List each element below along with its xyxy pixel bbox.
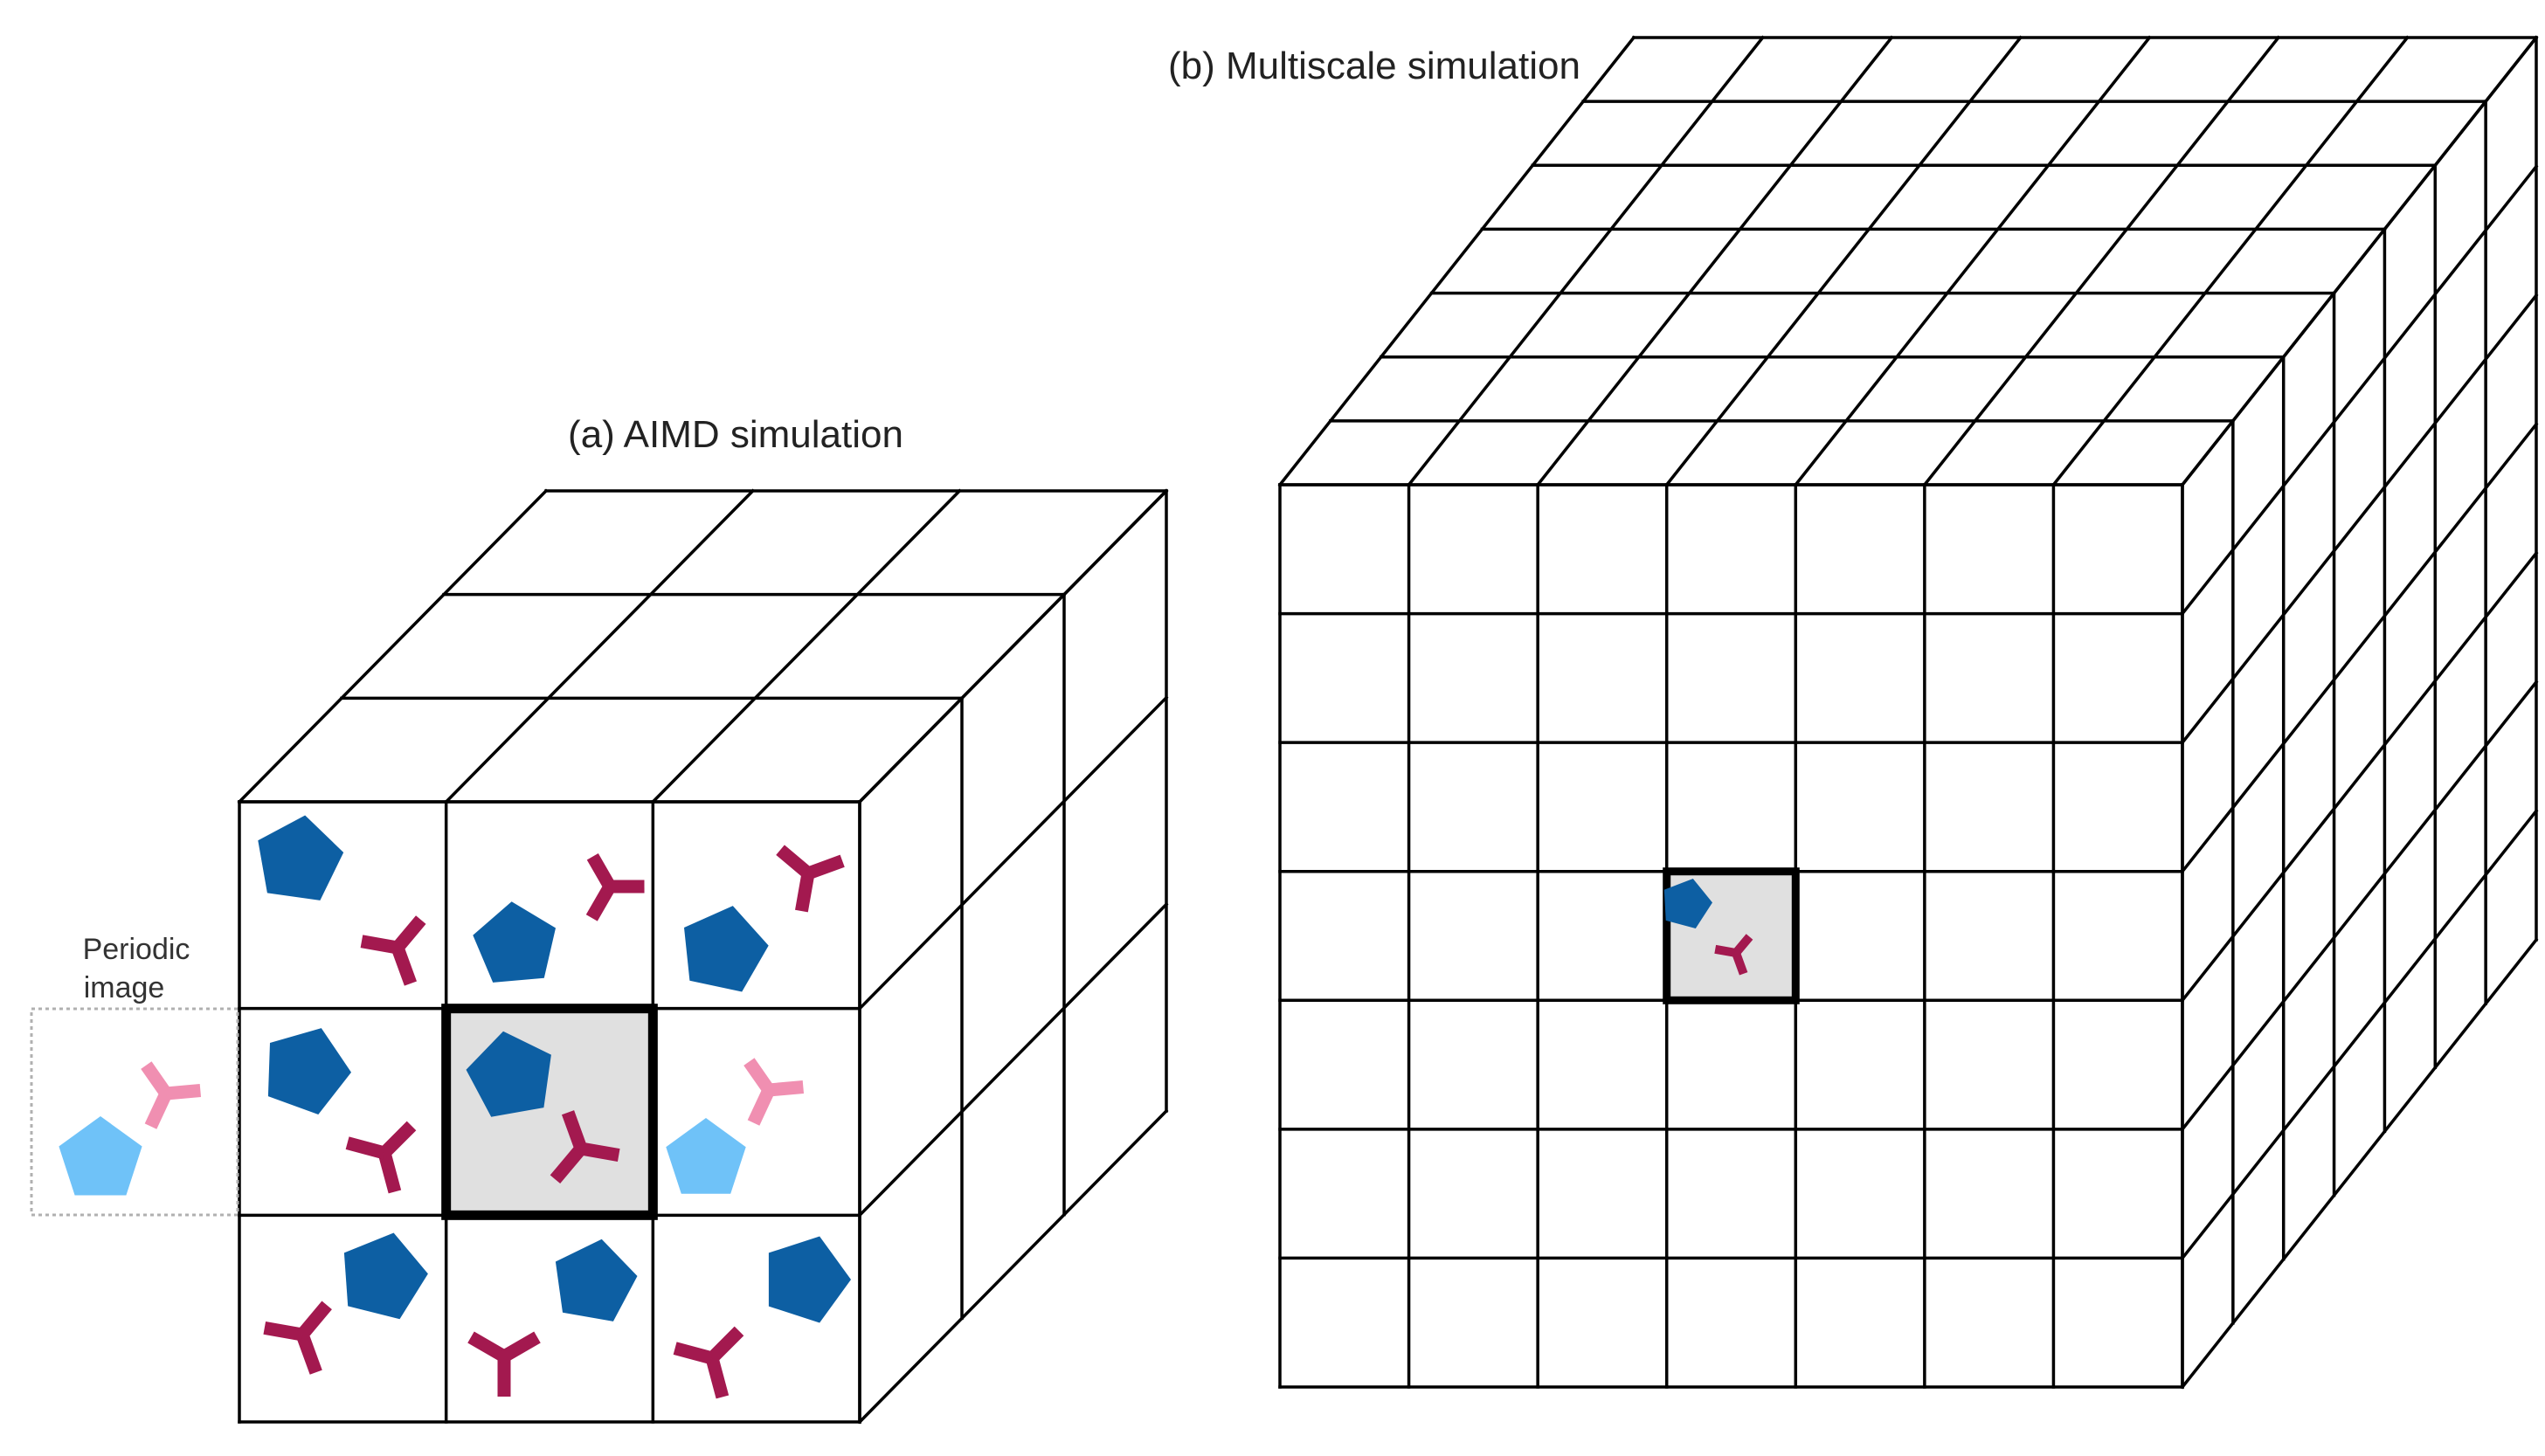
pentagon-molecule-icon [768, 1236, 851, 1323]
y-shaped-molecule-icon [360, 915, 426, 986]
y-shaped-molecule-icon [345, 1121, 417, 1194]
y-molecule-arm [561, 1110, 588, 1151]
y-molecule-arm [360, 935, 399, 955]
y-molecule-arm [609, 880, 645, 894]
y-molecule-arm [1714, 944, 1737, 957]
y-molecule-arm [165, 1084, 202, 1101]
y-shaped-molecule-icon [467, 1331, 541, 1397]
y-molecule-arm [391, 945, 417, 986]
multiscale-right-depthline [2180, 808, 2539, 1260]
multiscale-top-depthline [1277, 35, 1636, 487]
y-molecule-arm [345, 1136, 386, 1160]
y-molecule-arm [768, 1080, 805, 1097]
y-shaped-molecule-icon [776, 845, 845, 913]
multiscale-right-depthline [2180, 164, 2539, 617]
pentagon-molecule-icon [267, 1028, 351, 1114]
aimd-right-depthline [857, 1108, 1169, 1425]
y-shaped-molecule-icon [673, 1326, 744, 1399]
y-molecule-arm [295, 1332, 322, 1375]
y-molecule-arm [501, 1331, 541, 1363]
y-molecule-arm [806, 854, 845, 880]
y-molecule-arm [392, 915, 426, 952]
multiscale-right-depthline [2180, 35, 2539, 487]
y-molecule-arm [707, 1326, 744, 1363]
aimd-center-cell [446, 1008, 654, 1216]
multiscale-molecules [1663, 879, 1753, 976]
multiscale-top-depthline [2051, 35, 2410, 487]
y-molecule-arm [1732, 951, 1748, 976]
y-shaped-molecule-icon [263, 1301, 332, 1375]
y-molecule-arm [377, 1151, 402, 1194]
pentagon-molecule-icon [59, 1116, 142, 1196]
multiscale-top-depthline [1664, 35, 2023, 487]
y-shaped-molecule-icon [141, 1061, 202, 1129]
multiscale-right-depthline [2180, 422, 2539, 874]
aimd-cube [237, 488, 1169, 1425]
multiscale-cube [1277, 35, 2539, 1390]
aimd-molecules [258, 815, 851, 1399]
y-shaped-molecule-icon [550, 1110, 620, 1184]
pentagon-molecule-icon [466, 1031, 551, 1117]
aimd-center-cell-border [441, 1004, 658, 1220]
aimd-top-depthline [444, 488, 756, 804]
multiscale-top-depthline [1407, 35, 1766, 487]
aimd-top-depthline [237, 488, 549, 804]
y-molecule-arm [467, 1331, 508, 1363]
y-molecule-arm [705, 1356, 730, 1399]
aimd-right-depthline [857, 901, 1169, 1218]
y-molecule-arm [747, 1087, 775, 1126]
aimd-right-depthline [857, 695, 1169, 1011]
multiscale-right-depthline [2180, 680, 2539, 1132]
periodic-image-box [30, 1007, 239, 1217]
aimd-right-depthline [857, 488, 1169, 804]
y-molecule-arm [776, 845, 813, 879]
multiscale-right-depthline [2180, 293, 2539, 745]
aimd-title: (a) AIMD simulation [568, 413, 903, 456]
y-molecule-arm [144, 1090, 172, 1129]
y-molecule-arm [550, 1144, 586, 1184]
multiscale-top-depthline [1535, 35, 1894, 487]
periodic-label-line1: Periodic [83, 933, 190, 966]
y-molecule-arm [141, 1061, 172, 1098]
pentagon-molecule-icon [1663, 879, 1712, 928]
y-molecule-arm [1732, 934, 1753, 956]
y-molecule-arm [379, 1121, 417, 1158]
y-molecule-arm [263, 1321, 304, 1342]
pentagon-molecule-icon [473, 901, 556, 983]
aimd-top-depthline [650, 488, 962, 804]
periodic-label-line2: image [84, 971, 165, 1004]
y-molecule-arm [586, 853, 616, 890]
pentagon-molecule-icon [343, 1232, 428, 1320]
periodic-image-molecules [59, 1061, 202, 1196]
y-molecule-arm [297, 1301, 332, 1339]
y-molecule-arm [579, 1142, 620, 1162]
y-shaped-molecule-icon [743, 1058, 805, 1126]
y-molecule-arm [795, 872, 815, 913]
multiscale-center-cell-border [1663, 867, 1800, 1004]
y-shaped-molecule-icon [585, 853, 645, 921]
pentagon-molecule-icon [258, 815, 344, 901]
multiscale-right-depthline [2180, 937, 2539, 1390]
y-molecule-arm [743, 1058, 775, 1094]
multiscale-top-depthline [1793, 35, 2152, 487]
y-shaped-molecule-icon [1714, 934, 1753, 976]
multiscale-top-depthline [1922, 35, 2281, 487]
multiscale-title: (b) Multiscale simulation [1168, 45, 1580, 87]
y-molecule-arm [673, 1342, 714, 1365]
pentagon-molecule-icon [555, 1239, 638, 1321]
multiscale-right-depthline [2180, 550, 2539, 1003]
pentagon-molecule-icon [684, 906, 769, 992]
pentagon-molecule-icon [666, 1118, 746, 1194]
y-molecule-arm [585, 883, 616, 921]
